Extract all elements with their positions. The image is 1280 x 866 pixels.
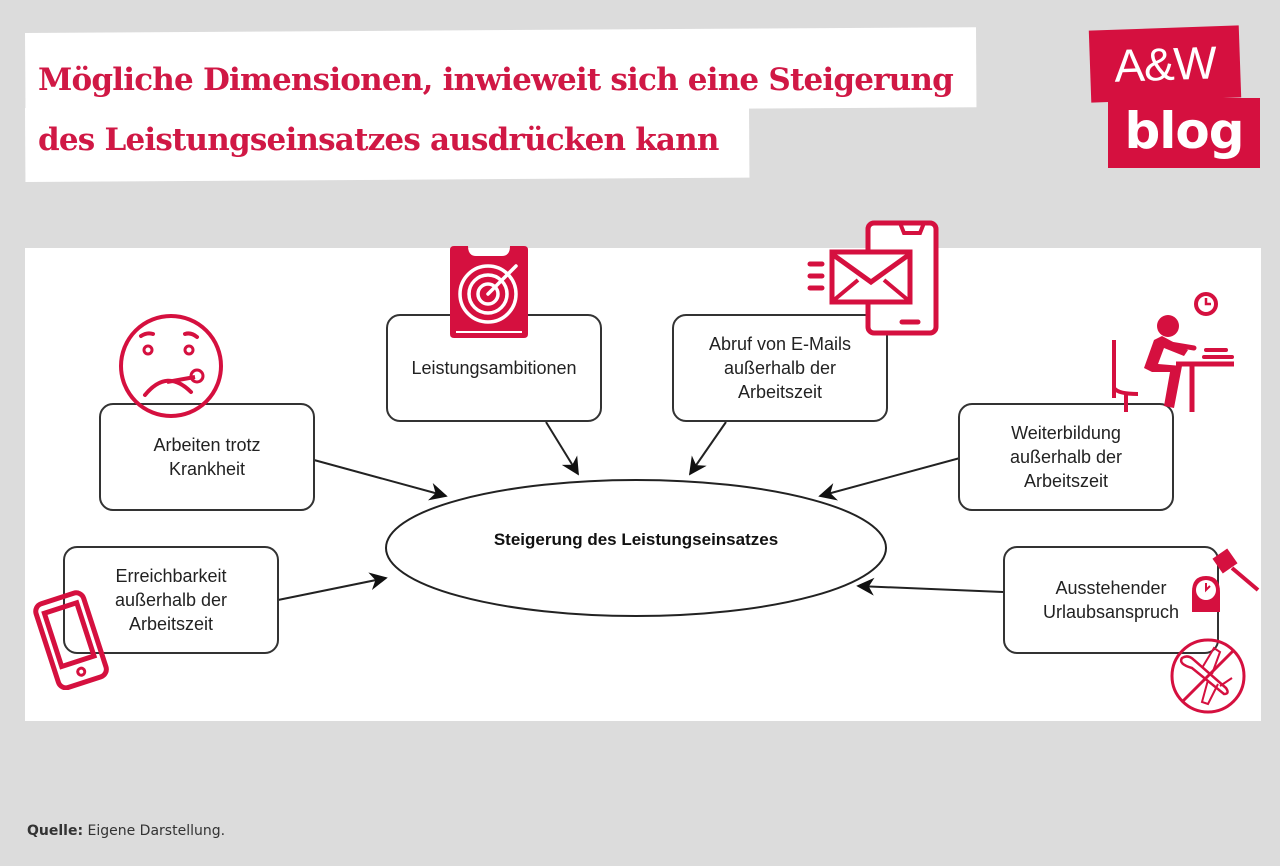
source-label: Quelle: [27,823,84,839]
title-line-2: des Leistungseinsatzes ausdrücken kann [38,122,719,158]
edge-urlaub [856,577,1004,596]
node-label: Ausstehender [1055,578,1167,598]
sick-face-icon [119,314,223,418]
node-label: außerhalb der [114,590,228,610]
node-label: Arbeiten trotz [153,435,261,455]
node-label: Krankheit [168,459,246,479]
node-label: außerhalb der [723,358,837,378]
node-label: Arbeitszeit [128,614,214,634]
title-line-1: Mögliche Dimensionen, inwieweit sich ein… [38,62,954,98]
node-erreichbarkeit: Erreichbarkeit außerhalb der Arbeitszeit [63,546,279,654]
person-desk-icon [1112,292,1234,412]
center-node-label: Steigerung des Leistungseinsatzes [493,530,779,549]
node-arbeiten-trotz-krankheit: Arbeiten trotz Krankheit [99,403,315,511]
logo-blog: blog [1108,98,1260,168]
target-icon [450,246,528,338]
edge-weiterbildung [818,457,961,501]
page-title: Mögliche Dimensionen, inwieweit sich ein… [38,50,978,170]
node-label: außerhalb der [1009,447,1123,467]
node-label: Urlaubsanspruch [1042,602,1180,622]
edge-ambitionen [545,421,579,476]
node-urlaubsanspruch: Ausstehender Urlaubsanspruch [1003,546,1219,654]
node-label: Weiterbildung [1011,423,1121,443]
edge-krankheit [313,459,448,501]
center-ellipse [385,479,887,617]
edge-emails [688,421,727,476]
node-label: Erreichbarkeit [115,566,227,586]
source-note: Quelle: Eigene Darstellung. [27,823,225,839]
node-weiterbildung: Weiterbildung außerhalb der Arbeitszeit [958,403,1174,511]
node-label: Leistungsambitionen [411,358,577,378]
phone-mail-icon [807,220,939,336]
no-flight-icon [1170,638,1246,714]
node-abruf-emails: Abruf von E-Mails außerhalb der Arbeitsz… [672,314,888,422]
node-label: Abruf von E-Mails [708,334,852,354]
source-text: Eigene Darstellung. [83,823,226,839]
node-label: Arbeitszeit [1023,471,1109,491]
clock-hammer-icon [1192,548,1260,612]
smartphone-icon [33,590,109,690]
edge-erreichbarkeit [277,572,388,601]
node-label: Arbeitszeit [737,382,823,402]
